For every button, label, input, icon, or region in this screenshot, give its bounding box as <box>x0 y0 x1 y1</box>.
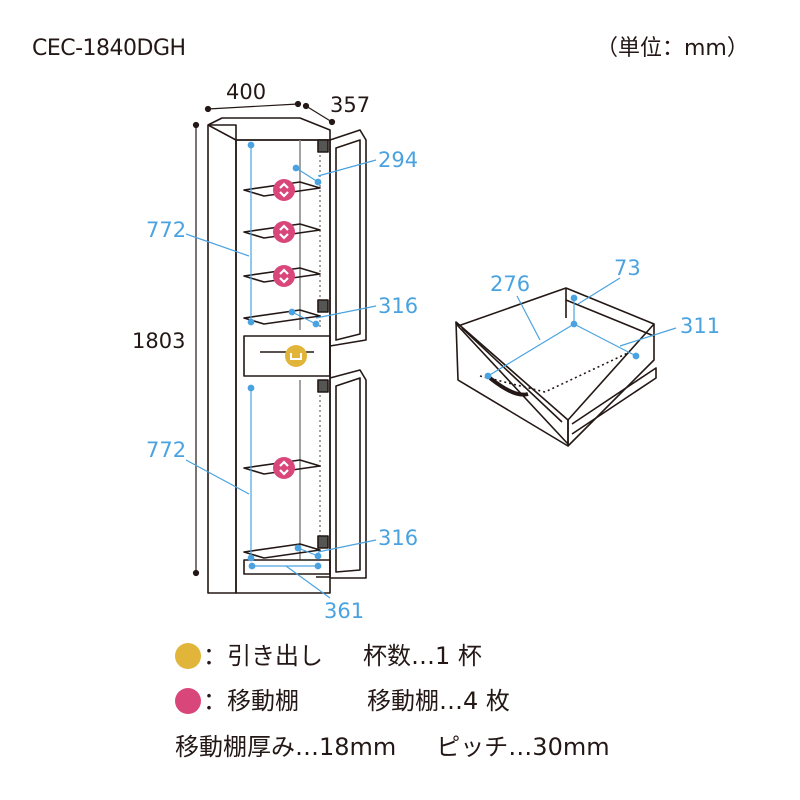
width-dim-line <box>207 103 299 110</box>
drawer-dimensions <box>484 277 677 380</box>
legend-shelf-row: ：移動棚 移動棚…4 枚 <box>175 688 510 714</box>
drawer-box-top <box>457 287 655 421</box>
cabinet-top-edge <box>207 124 330 141</box>
leader-772-lower <box>185 459 250 495</box>
legend-shelf-thickness: 移動棚厚み…18mm <box>175 733 397 761</box>
height-dim-end <box>192 569 200 577</box>
leader-772-upper <box>185 233 250 257</box>
lower-inner-height-label: 772 <box>146 438 187 462</box>
drawer-height-label: 73 <box>614 256 641 280</box>
leader-294 <box>317 159 377 177</box>
shelf-icon <box>175 688 201 714</box>
leader-316-upper <box>315 305 377 319</box>
upper-bottom-depth-label: 316 <box>378 294 419 318</box>
width-dim-end <box>204 105 212 113</box>
drawer-front-edge <box>461 327 563 423</box>
drawer-illustration <box>455 287 657 447</box>
drawer-front <box>243 335 331 377</box>
width-dim-end <box>294 100 302 108</box>
shelf-markers <box>273 179 307 479</box>
leader-276 <box>516 295 541 341</box>
depth-dim-end <box>328 118 336 126</box>
drawer-width-label: 276 <box>490 272 531 296</box>
shelf-icon <box>273 457 295 479</box>
upper-bottom-shelf <box>243 309 321 325</box>
leader-361 <box>285 565 331 599</box>
legend-drawer-label: ：引き出し <box>203 642 323 670</box>
cabinet-front-frame <box>235 139 331 594</box>
drawer-front-top <box>455 321 569 445</box>
upper-door <box>329 129 367 347</box>
width-label: 400 <box>226 80 267 104</box>
drawer-width-line <box>487 323 575 377</box>
drawer-icon <box>285 345 307 367</box>
legend-drawer-row: ：引き出し 杯数…1 杯 <box>175 643 482 669</box>
hinge-1 <box>317 139 329 153</box>
hinge-4 <box>317 535 329 549</box>
drawer-front-panel <box>455 321 569 447</box>
plinth <box>243 559 331 575</box>
unit-label: （単位：mm） <box>596 36 749 61</box>
drawer-bottom-dotted <box>479 351 631 393</box>
drawer-depth-line <box>573 323 637 357</box>
leader-316-lower <box>317 539 377 553</box>
shelf-icon <box>273 221 295 243</box>
shelf-icon <box>273 179 295 201</box>
legend-drawer-count: 杯数…1 杯 <box>363 642 482 670</box>
depth-dim-end <box>302 102 310 110</box>
depth-label: 357 <box>330 93 371 117</box>
lower-bottom-shelf <box>243 543 321 559</box>
depth-dim-line <box>305 105 333 123</box>
cabinet-top-outline <box>207 117 331 578</box>
model-number: CEC-1840DGH <box>32 36 186 61</box>
upper-shelf-depth-label: 294 <box>378 148 419 172</box>
upper-inner-height-label: 772 <box>146 218 187 242</box>
legend-shelf-count: 移動棚…4 枚 <box>367 687 510 715</box>
drawer-handle-pull <box>488 376 529 397</box>
hinge-2 <box>317 299 329 313</box>
lower-bottom-depth-label: 316 <box>378 526 419 550</box>
legend-spec-row: 移動棚厚み…18mm ピッチ…30mm <box>175 735 610 759</box>
drawer-icon <box>175 643 201 669</box>
hinge-3 <box>317 379 329 393</box>
lower-door <box>329 369 367 579</box>
upper-shelf-depth-line <box>295 167 319 183</box>
cabinet-side-panel <box>207 124 237 594</box>
lower-door-panel <box>335 377 361 573</box>
drawer-side <box>565 288 655 337</box>
leader-311 <box>619 327 677 347</box>
height-dim-end <box>192 121 200 129</box>
drawer-rail <box>571 367 657 435</box>
leader-73 <box>577 277 621 305</box>
lower-bottom-depth-line <box>297 547 319 557</box>
upper-bottom-depth-line <box>291 311 317 325</box>
height-label: 1803 <box>132 329 186 353</box>
inner-width-label: 361 <box>324 599 365 623</box>
drawer-depth-label: 311 <box>680 314 721 338</box>
legend-shelf-label: ：移動棚 <box>203 687 299 715</box>
legend-pitch: ピッチ…30mm <box>436 733 610 761</box>
shelf-icon <box>273 265 295 287</box>
upper-door-glass <box>335 139 361 341</box>
drawer-right-side <box>567 336 655 447</box>
